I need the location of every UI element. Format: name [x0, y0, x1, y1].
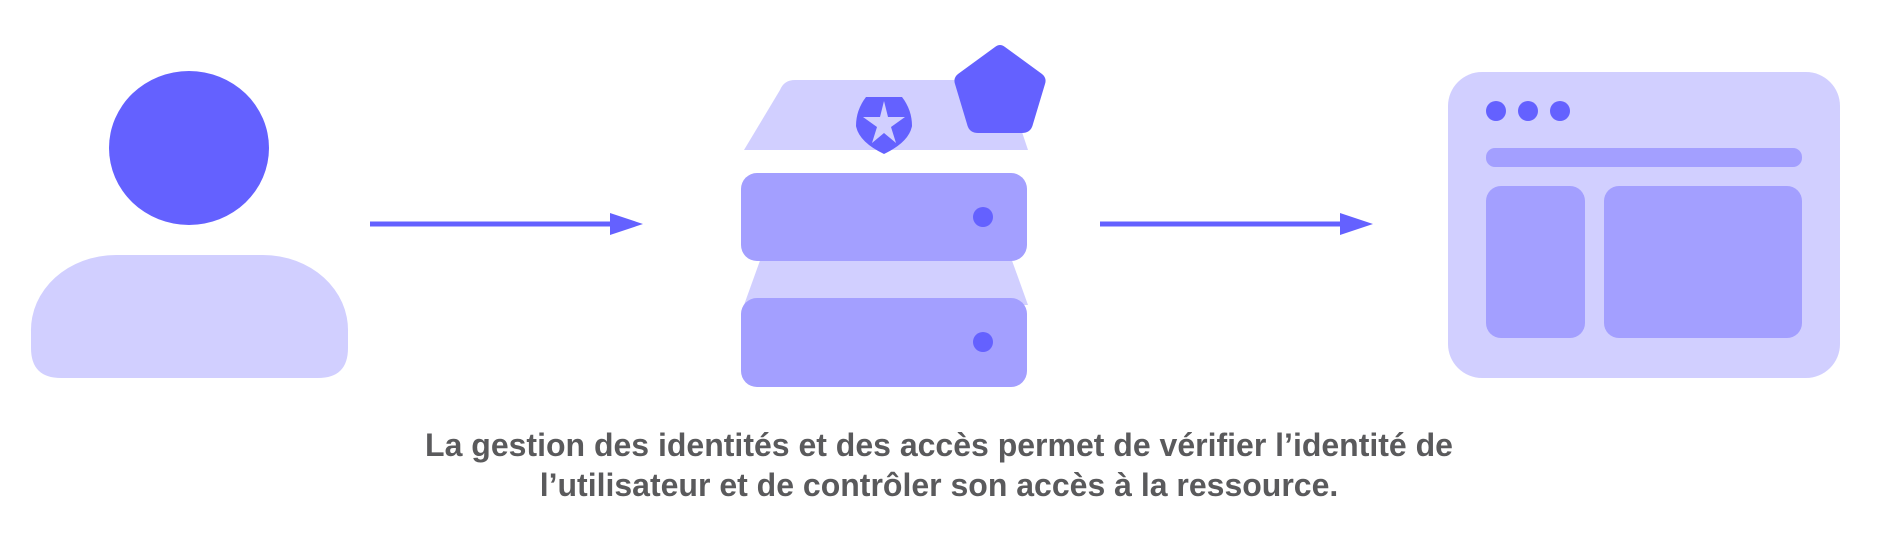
shield-star-icon	[856, 97, 912, 154]
caption-line-1: La gestion des identités et des accès pe…	[425, 427, 1453, 463]
window-dot-1	[1486, 101, 1506, 121]
arrow-server-to-resource	[1100, 213, 1373, 235]
browser-window-icon	[1448, 72, 1840, 378]
server-unit-upper-light	[973, 207, 993, 227]
server-unit-lower	[741, 298, 1027, 387]
user-icon	[30, 71, 349, 378]
arrow-user-to-server	[370, 213, 643, 235]
caption-line-2: l’utilisateur et de contrôler son accès …	[539, 467, 1339, 503]
arrow-head	[1340, 213, 1373, 235]
content-panel-right	[1604, 186, 1802, 338]
server-bottom-backdrop	[744, 255, 1028, 305]
user-head	[109, 71, 269, 225]
window-dot-2	[1518, 101, 1538, 121]
server-unit-upper	[741, 173, 1027, 261]
arrow-head	[610, 213, 643, 235]
star-shape	[863, 101, 905, 143]
address-bar	[1486, 148, 1802, 167]
identity-server-icon	[741, 45, 1046, 387]
diagram-caption: La gestion des identités et des accès pe…	[289, 425, 1589, 505]
user-body	[30, 254, 349, 378]
content-panel-left	[1486, 186, 1585, 338]
pentagon-badge-icon	[954, 45, 1046, 133]
server-unit-lower-light	[973, 332, 993, 352]
window-dot-3	[1550, 101, 1570, 121]
